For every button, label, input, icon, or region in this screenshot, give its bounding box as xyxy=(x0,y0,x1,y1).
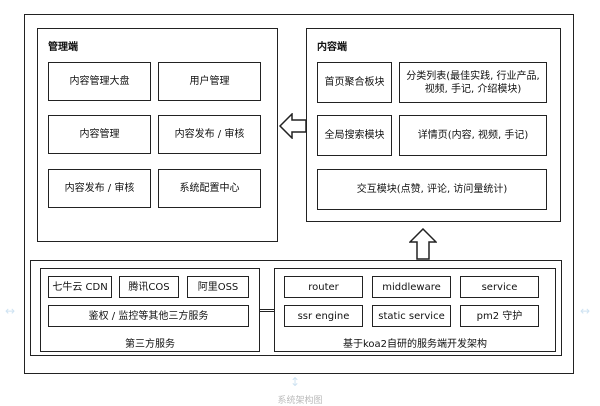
server-panel: router middleware service ssr engine sta… xyxy=(274,268,556,352)
third-party-box-aliyun-oss: 阿里OSS xyxy=(187,276,249,298)
admin-box-user-management: 用户管理 xyxy=(158,62,261,101)
admin-panel: 管理端 内容管理大盘 用户管理 内容管理 内容发布 / 审核 内容发布 / 审核… xyxy=(37,28,278,242)
admin-box-dashboard: 内容管理大盘 xyxy=(48,62,151,101)
server-box-service: service xyxy=(460,276,539,298)
content-box-global-search: 全局搜索模块 xyxy=(317,115,392,156)
admin-box-system-config: 系统配置中心 xyxy=(158,169,261,208)
third-party-caption: 第三方服务 xyxy=(125,339,175,350)
content-box-detail-page: 详情页(内容, 视频, 手记) xyxy=(399,115,547,156)
admin-box-content-management: 内容管理 xyxy=(48,115,151,154)
admin-box-publish-review-1: 内容发布 / 审核 xyxy=(158,115,261,154)
connector-line xyxy=(260,309,274,312)
resize-handle-left-icon[interactable]: ↔ xyxy=(5,304,16,318)
left-arrow xyxy=(279,113,307,139)
third-party-box-other-services: 鉴权 / 监控等其他三方服务 xyxy=(48,305,249,327)
server-box-ssr-engine: ssr engine xyxy=(284,305,363,327)
server-box-pm2: pm2 守护 xyxy=(460,305,539,327)
third-party-box-tencent-cos: 腾讯COS xyxy=(119,276,179,298)
admin-panel-title: 管理端 xyxy=(48,42,78,53)
server-caption: 基于koa2自研的服务端开发架构 xyxy=(342,339,488,350)
server-box-static-service: static service xyxy=(372,305,451,327)
resize-handle-bottom-icon[interactable]: ↕ xyxy=(290,375,301,389)
content-panel-title: 内容端 xyxy=(317,42,347,53)
content-box-home-aggregation: 首页聚合板块 xyxy=(317,62,392,103)
up-arrow xyxy=(409,228,437,260)
content-panel: 内容端 首页聚合板块 分类列表(最佳实践, 行业产品, 视频, 手记, 介绍模块… xyxy=(306,28,561,222)
third-party-box-qiniu-cdn: 七牛云 CDN xyxy=(48,276,112,298)
resize-handle-right-icon[interactable]: ↔ xyxy=(580,304,591,318)
admin-box-publish-review-2: 内容发布 / 审核 xyxy=(48,169,151,208)
content-box-interaction: 交互模块(点赞, 评论, 访问量统计) xyxy=(317,169,547,210)
third-party-panel: 七牛云 CDN 腾讯COS 阿里OSS 鉴权 / 监控等其他三方服务 第三方服务 xyxy=(40,268,260,352)
diagram-frame xyxy=(24,14,574,374)
server-box-middleware: middleware xyxy=(372,276,451,298)
server-box-router: router xyxy=(284,276,363,298)
content-box-category-list: 分类列表(最佳实践, 行业产品, 视频, 手记, 介绍模块) xyxy=(399,62,547,103)
